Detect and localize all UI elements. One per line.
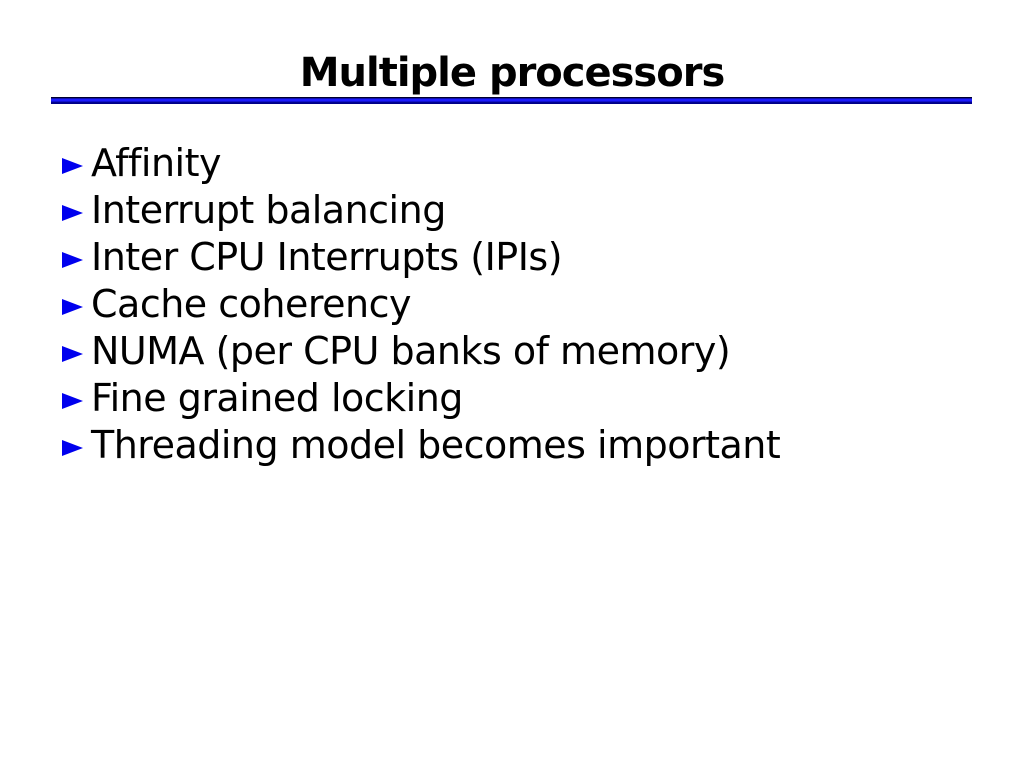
list-item: Affinity [62,140,780,187]
list-item: Inter CPU Interrupts (IPIs) [62,234,780,281]
bullet-text: NUMA (per CPU banks of memory) [91,329,731,373]
list-item: Cache coherency [62,281,780,328]
bullet-list: Affinity Interrupt balancing Inter CPU I… [0,140,781,469]
bullet-text: Affinity [91,141,221,185]
list-item: Interrupt balancing [62,187,780,234]
slide-title: Multiple processors [299,50,726,96]
bullet-text: Inter CPU Interrupts (IPIs) [91,235,563,279]
list-item: Threading model becomes important [62,422,781,469]
list-item: NUMA (per CPU banks of memory) [62,328,780,375]
triangle-right-icon [62,392,83,409]
bullet-text: Fine grained locking [91,376,463,420]
triangle-right-icon [62,204,83,221]
triangle-right-icon [62,439,83,456]
triangle-right-icon [62,251,83,268]
triangle-right-icon [62,298,83,315]
triangle-right-icon [62,345,83,362]
bullet-text: Cache coherency [91,282,412,326]
bullet-text: Interrupt balancing [91,188,446,232]
triangle-right-icon [62,157,83,174]
bullet-text: Threading model becomes important [91,423,781,467]
list-item: Fine grained locking [62,375,780,422]
title-underline-rule [51,97,972,104]
